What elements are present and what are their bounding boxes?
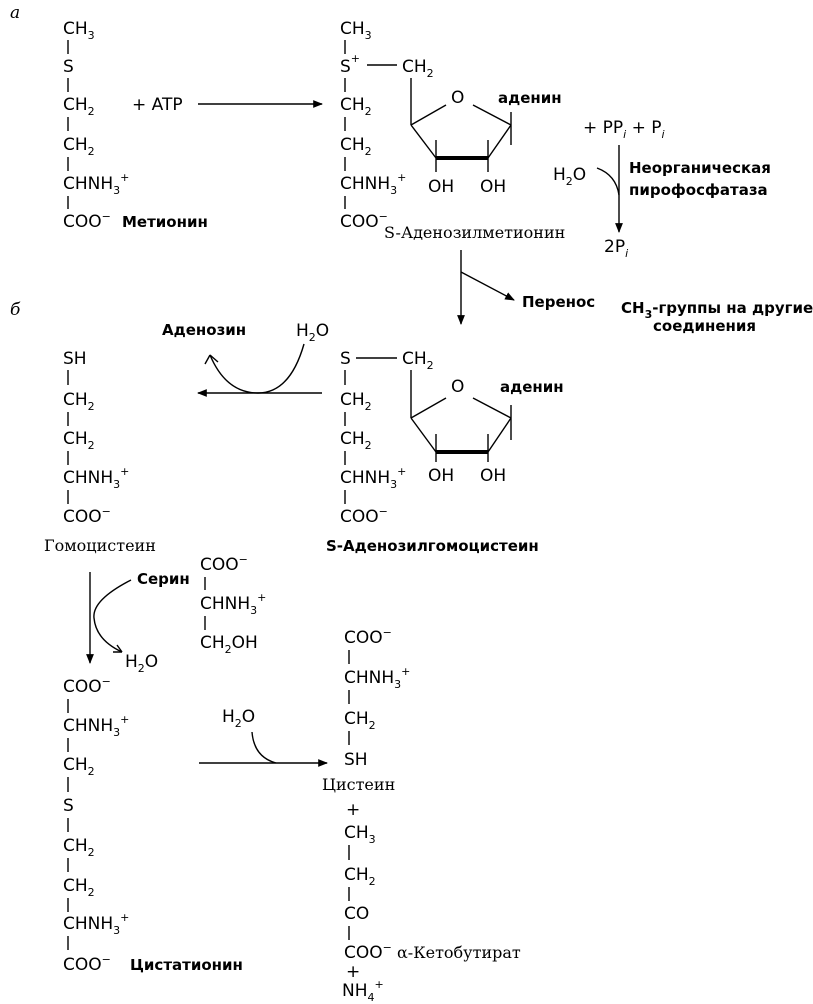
sah-adenine-label: аденин — [500, 378, 564, 396]
homocysteine-name: Гомоцистеин — [44, 536, 156, 555]
cystathionine-coo-2: COO− — [63, 953, 111, 975]
ketobutyrate-name: α-Кетобутират — [397, 943, 521, 962]
methyl-transfer-branch — [460, 271, 515, 301]
methionine-ch3: CH3 — [63, 19, 95, 42]
sah-s: S — [340, 349, 351, 369]
transfer-line-2: соединения — [653, 317, 756, 335]
ketobutyrate-coo: COO− — [344, 941, 392, 963]
methionine-coo: COO− — [63, 210, 111, 232]
methionine-ch2-b: CH2 — [63, 135, 95, 158]
cystathionine-name: Цистатионин — [130, 956, 243, 974]
serine-ch2oh: CH2OH — [200, 633, 258, 656]
sam-name: S-Аденозилметионин — [384, 223, 565, 242]
serine-chnh3: CHNH3+ — [200, 591, 266, 617]
ketobutyrate-ch3: CH3 — [344, 823, 376, 846]
cysteine-ch2: CH2 — [344, 709, 376, 732]
serine-label: Серин — [137, 570, 190, 588]
sam-ribose-ring: O аденин OH OH — [410, 78, 562, 197]
sah-chnh3: CHNH3+ — [340, 465, 406, 491]
homocysteine-sh: SH — [63, 349, 87, 369]
sam-structure: CH3 S+ CH2 CH2 CH2 CHNH3+ COO− S-Аденози… — [340, 19, 565, 242]
sah-oh-1: OH — [428, 466, 454, 486]
sam-oh-1: OH — [428, 177, 454, 197]
sam-ch3: CH3 — [340, 19, 372, 42]
pyrophosphatase-name-2: пирофосфатаза — [629, 181, 768, 199]
methionine-s: S — [63, 57, 74, 77]
homocysteine-coo: COO− — [63, 505, 111, 527]
sah-oh-2: OH — [480, 466, 506, 486]
methionine-ch2-a: CH2 — [63, 95, 95, 118]
transfer-line-1: CH3-группы на другие — [621, 299, 813, 321]
methionine-name: Метионин — [122, 213, 208, 231]
sam-oh-2: OH — [480, 177, 506, 197]
sah-ch2-a: CH2 — [340, 390, 372, 413]
methionine-structure: CH3 S CH2 CH2 CHNH3+ COO− Метионин — [63, 19, 208, 232]
cystathionine-structure: COO− CHNH3+ CH2 S CH2 CH2 CHNH3+ COO− Ци… — [63, 675, 243, 975]
cleavage-h2o: H2O — [222, 707, 255, 730]
sah-name: S-Аденозилгомоцистеин — [326, 537, 539, 555]
cysteine-chnh3: CHNH3+ — [344, 665, 410, 691]
sah-ch2-link: CH2 — [402, 349, 434, 372]
ammonium: NH4+ — [342, 978, 384, 1004]
sah-ch2-b: CH2 — [340, 429, 372, 452]
sam-adenine-label: аденин — [498, 89, 562, 107]
sah-hydrolysis-curve — [209, 343, 305, 394]
serine-curve-head — [113, 644, 123, 653]
pyro-h2o-curve — [596, 167, 620, 196]
cysteine-structure: COO− CHNH3+ CH2 SH Цистеин — [322, 626, 410, 794]
cystathionine-s: S — [63, 796, 74, 816]
cysteine-sh: SH — [344, 750, 368, 770]
sah-hydrolysis-curve-head — [204, 354, 219, 365]
pyrophosphatase-name-1: Неорганическая — [629, 159, 771, 177]
sah-ribose-ring: O аденин OH OH — [410, 370, 564, 486]
homocysteine-ch2-a: CH2 — [63, 390, 95, 413]
pyro-result: 2Pi — [604, 237, 628, 260]
plus-sign-2: + — [346, 962, 360, 982]
homocysteine-structure: SH CH2 CH2 CHNH3+ COO− Гомоцистеин — [44, 349, 156, 555]
cystathionine-coo-1: COO− — [63, 675, 111, 697]
cystathionine-ch2-c: CH2 — [63, 876, 95, 899]
pyro-h2o: H2O — [553, 165, 586, 188]
cleavage-h2o-curve — [251, 731, 277, 764]
homocysteine-chnh3: CHNH3+ — [63, 465, 129, 491]
cystathionine-ch2-b: CH2 — [63, 836, 95, 859]
sam-ch2-link: CH2 — [402, 57, 434, 80]
sah-structure: S CH2 CH2 CH2 CHNH3+ COO− S-Аденозилгомо… — [326, 349, 564, 555]
sam-ch2-a: CH2 — [340, 95, 372, 118]
serine-curve — [93, 579, 132, 653]
methionine-chnh3: CHNH3+ — [63, 171, 129, 197]
sah-ring-oxygen: O — [451, 377, 464, 397]
cystathionine-ch2-a: CH2 — [63, 755, 95, 778]
ketobutyrate-structure: CH3 CH2 CO COO− α-Кетобутират — [344, 823, 521, 963]
cysteine-name: Цистеин — [322, 775, 395, 794]
panel-a-label: а — [10, 3, 20, 23]
sam-ch2-b: CH2 — [340, 135, 372, 158]
plus-sign-1: + — [346, 800, 360, 820]
cystathionine-chnh3-2: CHNH3+ — [63, 911, 129, 937]
sam-chnh3: CHNH3+ — [340, 171, 406, 197]
adenosine-label: Аденозин — [162, 321, 246, 339]
homocysteine-ch2-b: CH2 — [63, 429, 95, 452]
transfer-label: Перенос — [522, 293, 595, 311]
serine-structure: COO− CHNH3+ CH2OH — [200, 553, 266, 656]
sam-ring-oxygen: O — [451, 88, 464, 108]
sam-coo: COO− — [340, 210, 388, 232]
ketobutyrate-co: CO — [344, 904, 369, 924]
serine-coo: COO− — [200, 553, 248, 575]
cysteine-coo: COO− — [344, 626, 392, 648]
sam-s-plus: S+ — [340, 52, 360, 77]
sah-coo: COO− — [340, 505, 388, 527]
sah-hydrolysis-h2o: H2O — [296, 321, 329, 344]
cystathionine-chnh3-1: CHNH3+ — [63, 713, 129, 739]
panel-b-label: б — [10, 300, 21, 320]
atp-label: + ATP — [132, 95, 183, 115]
pyro-products: + PPi + Pi — [583, 118, 665, 141]
ketobutyrate-ch2: CH2 — [344, 865, 376, 888]
serine-h2o-out: H2O — [125, 652, 158, 675]
